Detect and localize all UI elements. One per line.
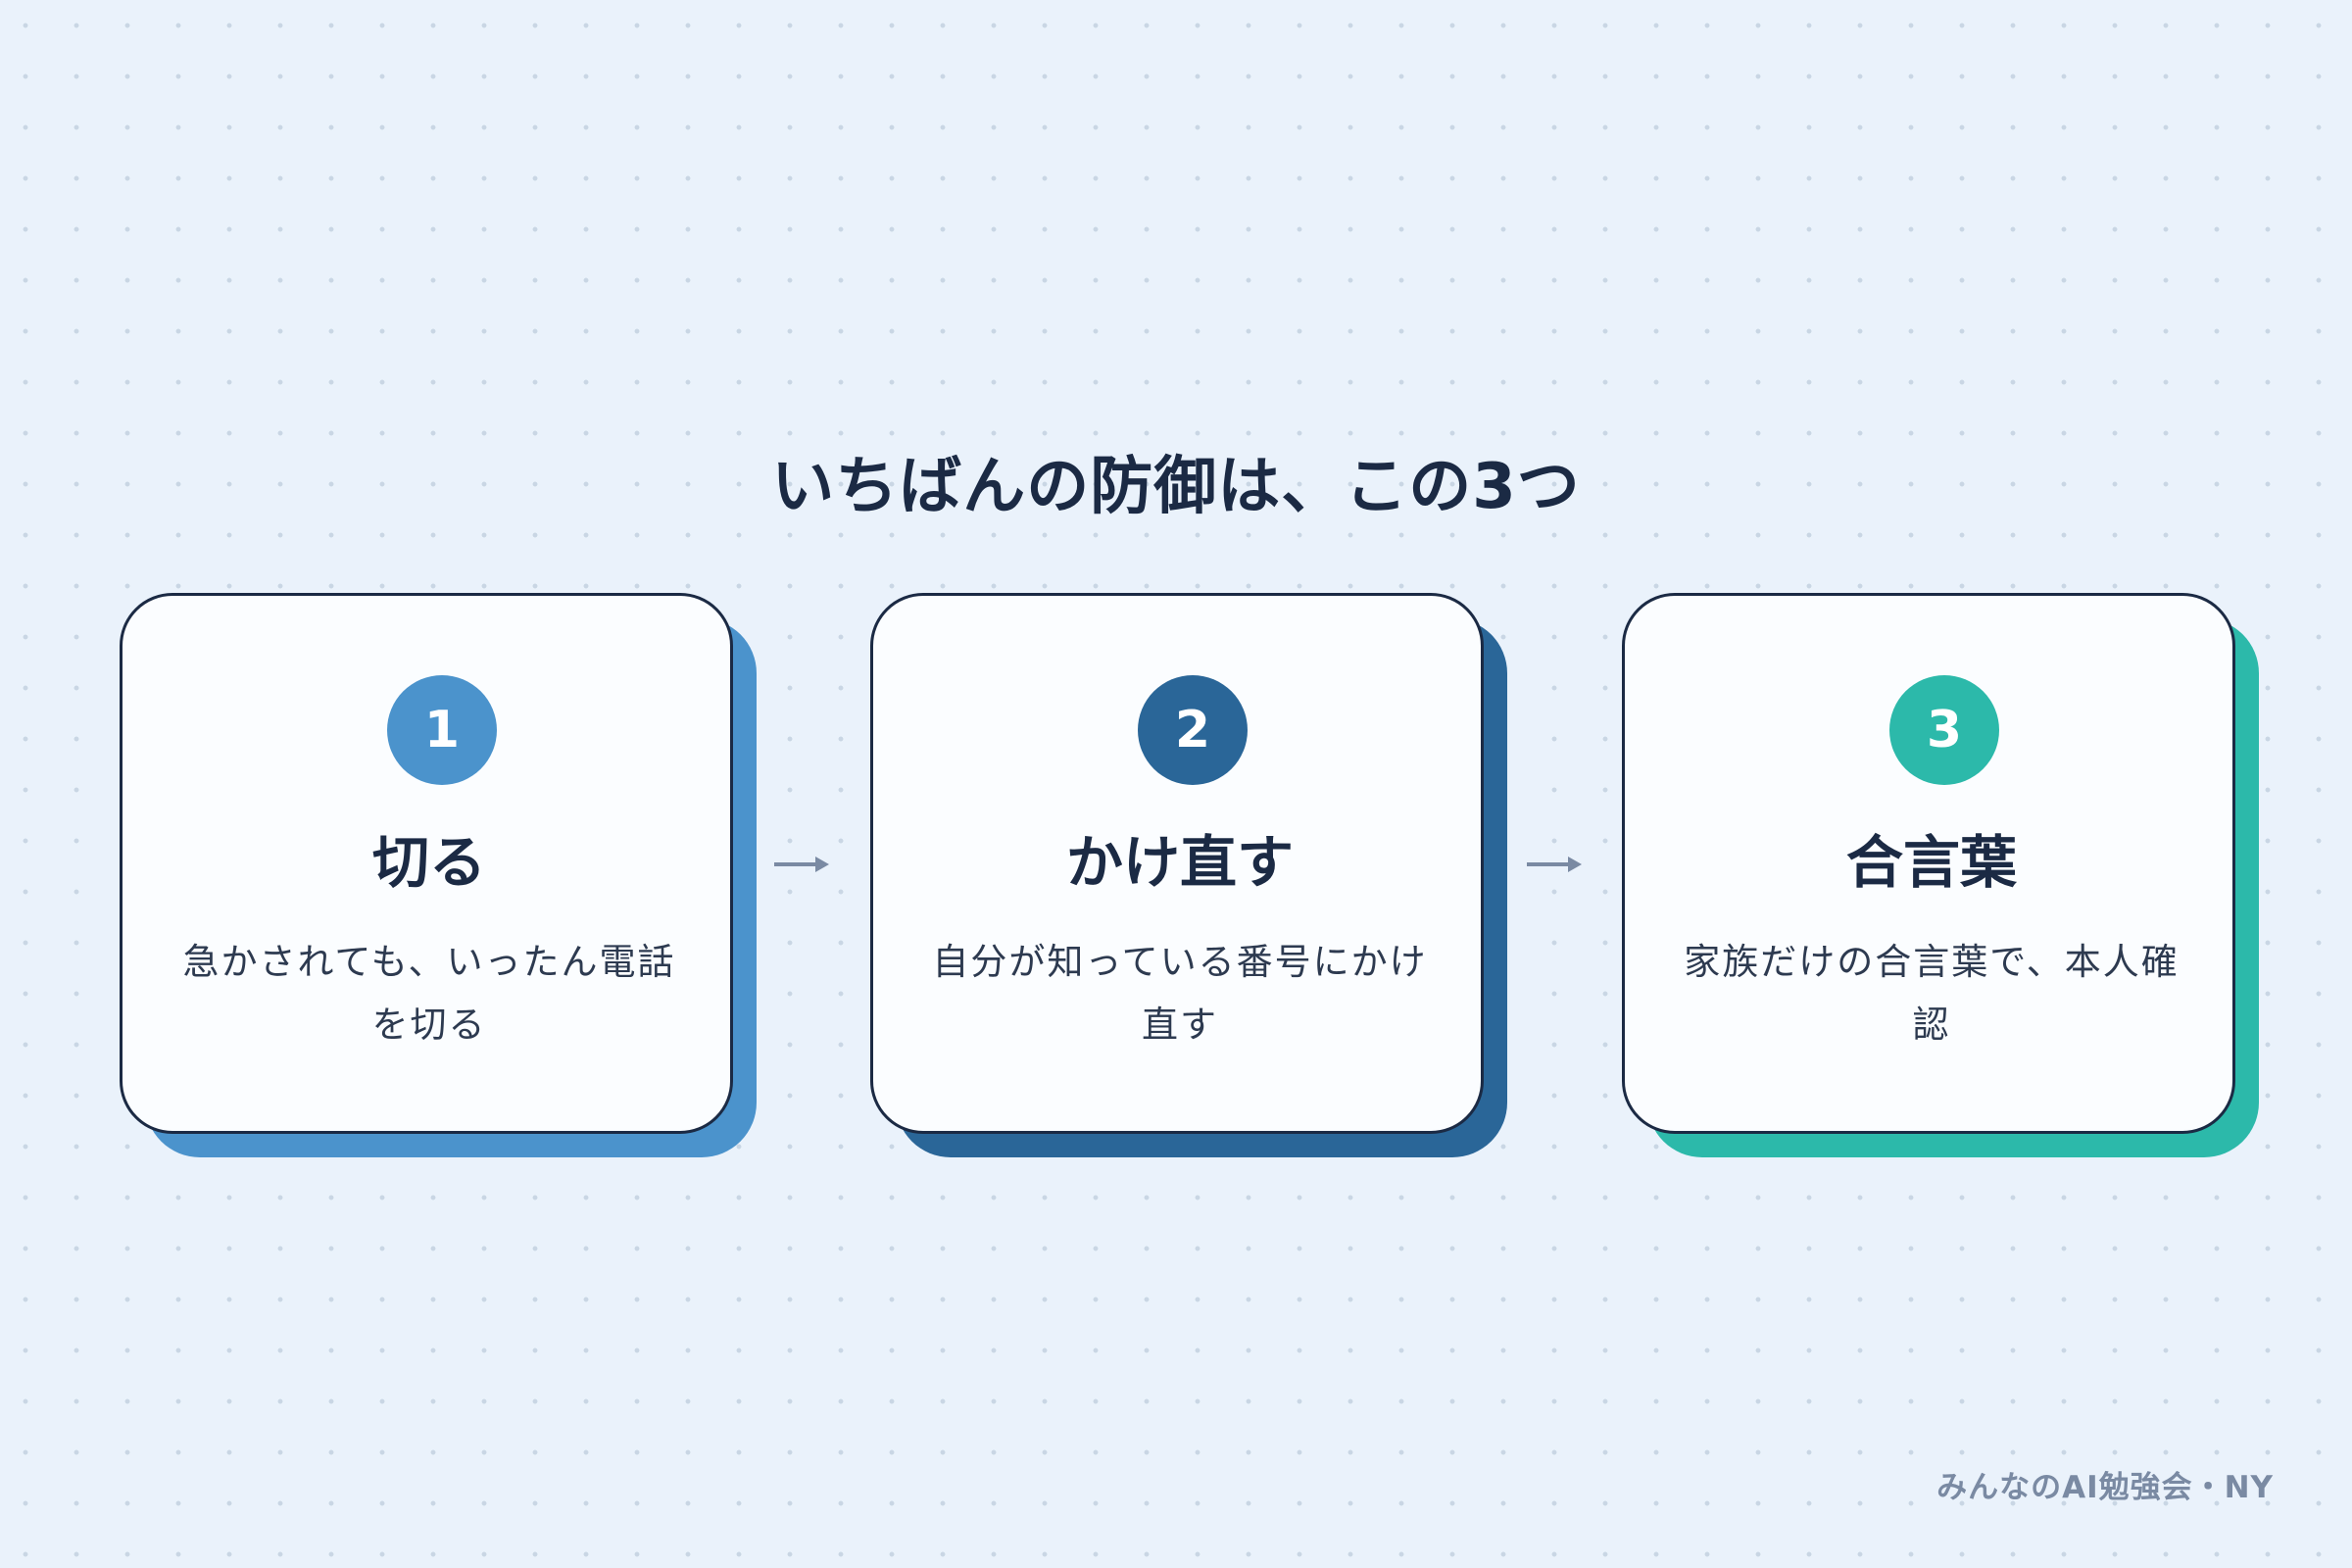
arrow-right-icon (1527, 857, 1582, 872)
card-body: 1 切る 急かされても、いったん電話を切る (120, 593, 733, 1134)
arrow-right-icon (774, 857, 829, 872)
step-card-3: 3 合言葉 家族だけの合言葉で、本人確認 (1622, 593, 2259, 1157)
step-title: 合言葉 (1845, 829, 2017, 896)
step-title: 切る (371, 829, 486, 896)
step-description: 急かされても、いったん電話を切る (182, 941, 676, 1046)
step-number-badge: 1 (387, 675, 497, 785)
footer-credit: みんなのAI勉強会・NY (1936, 1470, 2274, 1505)
step-number-badge: 3 (1889, 675, 1999, 785)
card-body: 2 かけ直す 自分が知っている番号にかけ直す (870, 593, 1484, 1134)
step-description: 家族だけの合言葉で、本人確認 (1684, 941, 2180, 1046)
step-card-2: 2 かけ直す 自分が知っている番号にかけ直す (870, 593, 1507, 1157)
step-card-1: 1 切る 急かされても、いったん電話を切る (120, 593, 757, 1157)
step-number-badge: 2 (1138, 675, 1248, 785)
step-description: 自分が知っている番号にかけ直す (932, 941, 1428, 1046)
step-title: かけ直す (1065, 829, 1294, 896)
card-body: 3 合言葉 家族だけの合言葉で、本人確認 (1622, 593, 2235, 1134)
page-title: いちばんの防御は、この3つ (771, 451, 1581, 523)
